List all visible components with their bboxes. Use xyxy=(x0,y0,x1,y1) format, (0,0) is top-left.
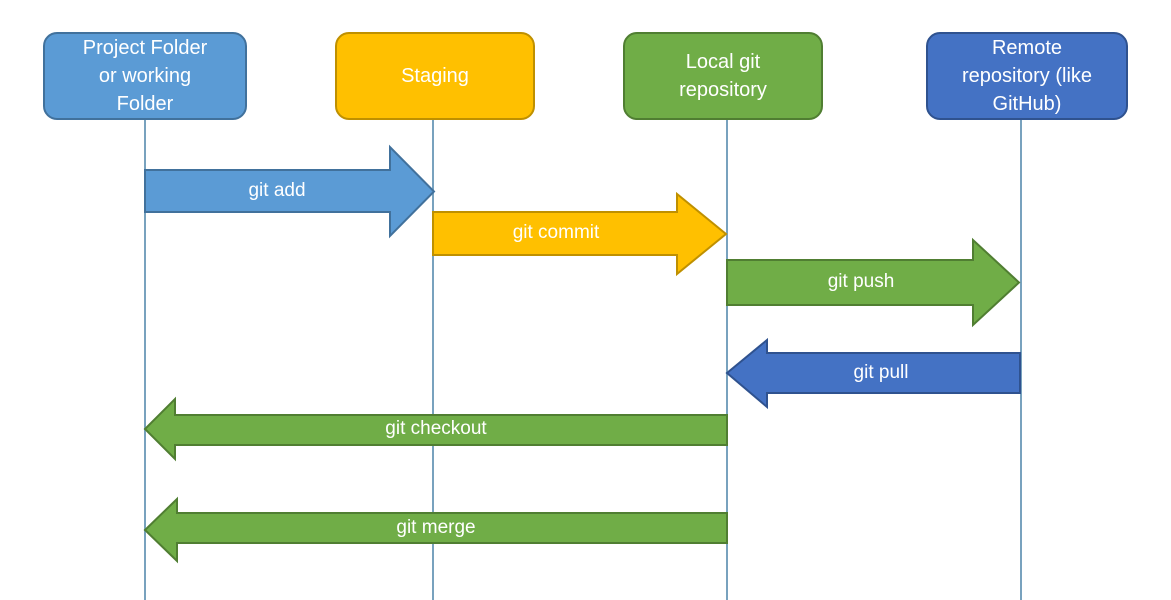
actor-label-working-folder: Project Folder or working Folder xyxy=(82,37,208,115)
arrow-git-checkout xyxy=(143,396,728,462)
arrow-label-git-pull: git pull xyxy=(853,362,909,383)
lifeline-local-repo xyxy=(726,120,728,600)
arrow-git-pull xyxy=(725,337,1021,410)
actor-label-remote-repo: Remote repository (like GitHub) xyxy=(961,37,1093,115)
lifeline-working-folder xyxy=(144,120,146,600)
actor-box-staging: Staging xyxy=(335,32,535,120)
arrow-git-merge xyxy=(143,496,728,564)
arrow-git-commit xyxy=(432,191,728,277)
arrow-label-git-add: git add xyxy=(248,180,306,201)
arrow-label-git-push: git push xyxy=(827,271,895,292)
arrow-git-add xyxy=(144,144,436,239)
arrow-label-git-checkout: git checkout xyxy=(385,418,487,439)
actor-label-local-repo: Local git repository xyxy=(679,51,767,101)
actor-label-staging: Staging xyxy=(401,65,469,87)
actor-box-remote-repo: Remote repository (like GitHub) xyxy=(926,32,1128,120)
actor-box-working-folder: Project Folder or working Folder xyxy=(43,32,247,120)
arrow-label-git-commit: git commit xyxy=(512,222,600,243)
arrow-label-git-merge: git merge xyxy=(396,517,476,538)
lifeline-staging xyxy=(432,120,434,600)
actor-box-local-repo: Local git repository xyxy=(623,32,823,120)
arrow-git-push xyxy=(726,237,1021,328)
